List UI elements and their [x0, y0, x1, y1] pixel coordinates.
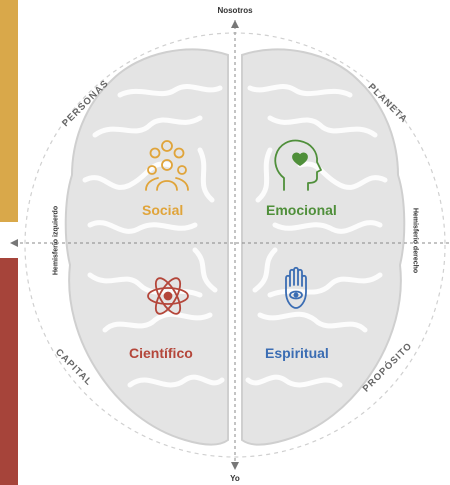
brain-illustration	[64, 48, 406, 446]
arrow-up-icon	[231, 20, 239, 28]
quadrant-label-social: Social	[142, 202, 184, 218]
head-heart-icon	[274, 139, 322, 191]
atom-icon	[147, 277, 189, 315]
quadrant-label-emocional: Emocional	[266, 202, 337, 218]
quadrant-label-cientifico: Científico	[129, 345, 193, 361]
hamsa-hand-icon	[285, 266, 307, 309]
arrow-left-icon	[10, 239, 18, 247]
side-panel-bottom	[0, 258, 18, 485]
axis-label-top: Nosotros	[217, 6, 253, 15]
axis-label-left: Hemisferio izquierdo	[52, 205, 60, 276]
arrow-down-icon	[231, 462, 239, 470]
side-panel-top	[0, 0, 18, 222]
axis-label-right: Hemisferio derecho	[411, 207, 419, 274]
quadrant-label-espiritual: Espiritual	[265, 345, 329, 361]
right-hemisphere	[241, 48, 406, 446]
axis-label-bottom: Yo	[230, 474, 240, 483]
people-group-icon	[145, 140, 189, 191]
left-hemisphere	[64, 48, 229, 446]
